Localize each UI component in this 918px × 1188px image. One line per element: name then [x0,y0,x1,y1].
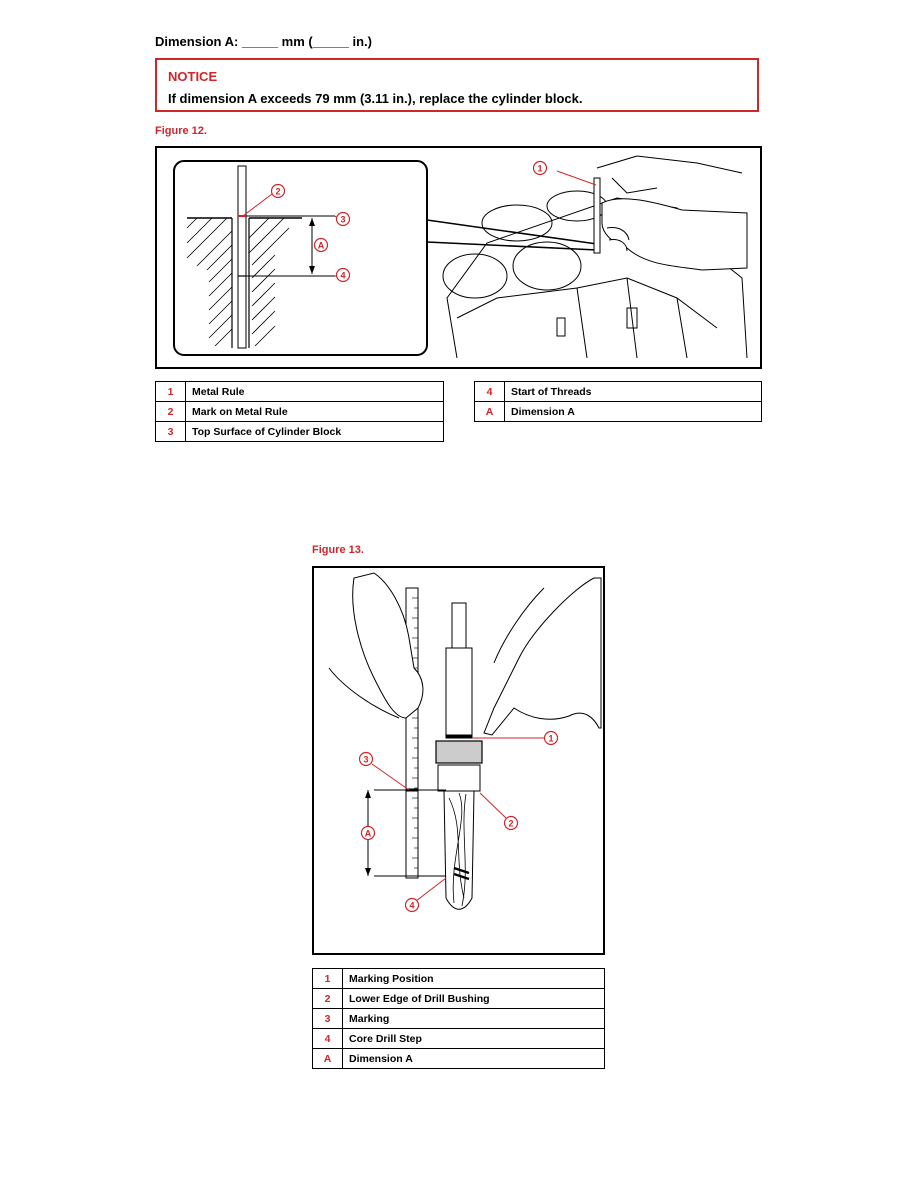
right-hand [483,577,602,736]
figure-12-legend-left: 1 Metal Rule 2 Mark on Metal Rule 3 Top … [155,381,444,442]
legend-text: Lower Edge of Drill Bushing [342,988,605,1009]
svg-text:A: A [365,829,372,839]
legend-key: A [474,401,505,422]
legend-key: 4 [312,1028,343,1049]
block-hatch-left [186,217,233,348]
notice-text: If dimension A exceeds 79 mm (3.11 in.),… [168,91,583,106]
legend-key: 1 [155,381,186,402]
legend-text: Core Drill Step [342,1028,605,1049]
svg-text:3: 3 [363,755,368,765]
callout-4: 4 [335,267,351,283]
callout-2: 2 [270,183,286,199]
metal-rule-inset [237,165,247,349]
callout-3: 3 [335,211,351,227]
svg-text:A: A [318,241,325,251]
legend-row: 3 Marking [312,1008,605,1029]
legend-row: 1 Metal Rule [155,381,444,402]
legend-text: Dimension A [342,1048,605,1069]
figure-12-label: Figure 12. [155,125,207,137]
legend-key: 1 [312,968,343,989]
legend-row: 2 Mark on Metal Rule [155,401,444,422]
callout-4: 4 [404,897,420,913]
callout-a: A [360,825,376,841]
drill-assembly [435,602,483,910]
legend-text: Metal Rule [185,381,444,402]
figure-13-legend: 1 Marking Position 2 Lower Edge of Drill… [312,968,605,1069]
notice-box: NOTICE If dimension A exceeds 79 mm (3.1… [155,58,759,112]
legend-row: 4 Start of Threads [474,381,762,402]
callout-1: 1 [543,730,559,746]
left-hand [352,572,424,719]
svg-text:2: 2 [508,819,513,829]
block-hatch-right [248,217,302,348]
callout-1: 1 [532,160,548,176]
callout-a: A [313,237,329,253]
figure-12-inset [173,160,428,356]
legend-row: 3 Top Surface of Cylinder Block [155,421,444,442]
svg-text:3: 3 [340,215,345,225]
legend-key: 2 [312,988,343,1009]
legend-text: Marking Position [342,968,605,989]
figure-12-drawing: 2 3 A 4 [173,155,748,359]
legend-row: A Dimension A [474,401,762,422]
metal-rule [593,177,601,254]
legend-key: 4 [474,381,505,402]
legend-text: Start of Threads [504,381,762,402]
svg-text:1: 1 [548,734,553,744]
legend-key: 3 [312,1008,343,1029]
legend-text: Mark on Metal Rule [185,401,444,422]
figure-13-label: Figure 13. [312,544,364,556]
legend-key: 3 [155,421,186,442]
dimension-a-line: Dimension A: _____ mm (_____ in.) [155,34,372,49]
figure-12-illustration: 2 3 A 4 [155,146,762,369]
callout-3: 3 [358,751,374,767]
legend-row: 1 Marking Position [312,968,605,989]
legend-key: A [312,1048,343,1069]
legend-row: 4 Core Drill Step [312,1028,605,1049]
svg-text:1: 1 [537,164,542,174]
svg-text:4: 4 [340,271,345,281]
svg-text:2: 2 [275,187,280,197]
hand-with-rule [593,177,748,271]
legend-text: Top Surface of Cylinder Block [185,421,444,442]
figure-13-illustration: 1 2 3 4 A [312,566,605,955]
legend-text: Marking [342,1008,605,1029]
figure-13-drawing: 1 2 3 4 A [328,572,602,913]
notice-title: NOTICE [168,69,218,84]
callout-2: 2 [503,815,519,831]
figure-12-legend-right: 4 Start of Threads A Dimension A [474,381,762,422]
legend-key: 2 [155,401,186,422]
svg-text:4: 4 [409,901,414,911]
legend-row: A Dimension A [312,1048,605,1069]
legend-row: 2 Lower Edge of Drill Bushing [312,988,605,1009]
legend-text: Dimension A [504,401,762,422]
